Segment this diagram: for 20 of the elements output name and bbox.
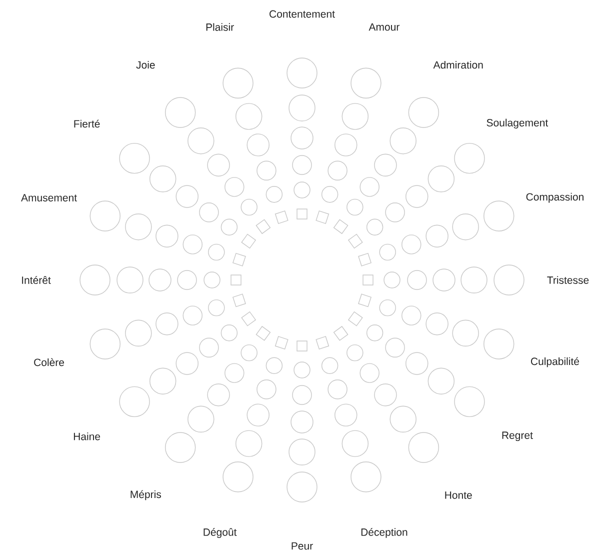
emotion-label: Fierté [74, 120, 100, 128]
emotion-label: Haine [74, 432, 100, 440]
emotion-label: Déception [361, 528, 408, 538]
emotion-label: Culpabilité [531, 357, 579, 368]
emotion-label: Amusement [21, 194, 77, 202]
emotion-label: Peur [292, 542, 313, 550]
emotion-label: Contentement [270, 10, 335, 18]
emotion-label: Compassion [526, 192, 584, 203]
emotion-label: Colère [34, 358, 64, 366]
emotion-label: Mépris [130, 490, 162, 500]
emotion-label: Admiration [433, 60, 483, 69]
emotion-label: Tristesse [547, 276, 589, 284]
emotion-label: Regret [502, 432, 533, 442]
emotion-label: Dégoût [204, 528, 237, 538]
emotion-label: Intérêt [22, 276, 51, 284]
emotion-label: Plaisir [206, 23, 234, 31]
emotion-label: Honte [445, 492, 472, 499]
emotion-label: Soulagement [486, 118, 548, 129]
emotion-label: Amour [368, 23, 400, 31]
emotion-label: Joie [136, 60, 155, 69]
